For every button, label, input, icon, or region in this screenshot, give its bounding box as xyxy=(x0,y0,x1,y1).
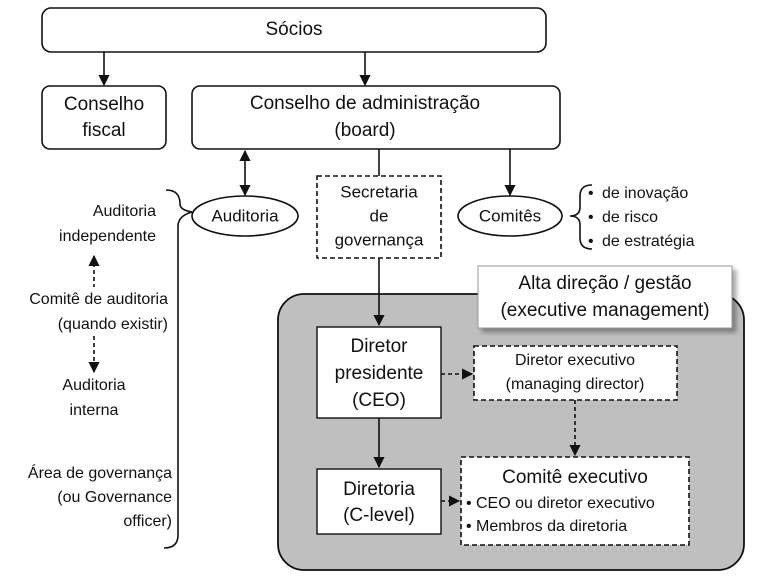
diretor-presidente-line-3: (CEO) xyxy=(352,390,406,411)
diretoria-node: Diretoria (C-level) xyxy=(316,468,442,535)
comite-item-inovacao: de inovação xyxy=(602,185,688,202)
conselho-administracao-line-2: (board) xyxy=(334,120,395,141)
comite-auditoria-line-2: (quando existir) xyxy=(58,316,168,333)
conselho-administracao-line-1: Conselho de administração xyxy=(250,93,480,114)
left-labels: Auditoria independente Comitê de auditor… xyxy=(28,203,172,530)
comite-executivo-title: Comitê executivo xyxy=(502,467,648,488)
comite-item-estrategia: de estratégia xyxy=(602,233,695,250)
bullet: • xyxy=(588,233,594,250)
bullet: • xyxy=(588,185,594,202)
left-brace xyxy=(163,189,193,549)
secretaria-node: Secretaria de governança xyxy=(316,175,442,259)
auditoria-label: Auditoria xyxy=(211,206,279,225)
auditoria-interna-line-1: Auditoria xyxy=(62,377,125,394)
bullet: • xyxy=(588,209,594,226)
comite-item-risco: de risco xyxy=(602,209,658,226)
alta-direcao-line-2: (executive management) xyxy=(500,300,709,321)
socios-node: Sócios xyxy=(41,7,547,53)
bullet: • xyxy=(466,518,472,535)
bullet: • xyxy=(466,495,472,512)
area-governanca-line-1: Área de governança xyxy=(28,463,172,482)
conselho-fiscal-node: Conselho fiscal xyxy=(41,85,167,150)
alta-direcao-line-1: Alta direção / gestão xyxy=(518,273,691,294)
comite-executivo-item-1: CEO ou diretor executivo xyxy=(476,495,655,512)
auditoria-independente-line-2: independente xyxy=(59,228,156,245)
conselho-administracao-node: Conselho de administração (board) xyxy=(191,85,561,150)
secretaria-line-2: de xyxy=(370,206,389,225)
secretaria-line-1: Secretaria xyxy=(340,182,418,201)
auditoria-node: Auditoria xyxy=(191,195,299,237)
auditoria-interna-line-2: interna xyxy=(70,402,119,419)
comites-label: Comitês xyxy=(479,206,541,225)
diretor-presidente-line-1: Diretor xyxy=(350,336,408,357)
conselho-fiscal-line-2: fiscal xyxy=(82,120,125,141)
auditoria-independente-line-1: Auditoria xyxy=(93,203,156,220)
conselho-fiscal-line-1: Conselho xyxy=(64,94,144,115)
comite-executivo-item-2: Membros da diretoria xyxy=(476,518,627,535)
comite-executivo-node: Comitê executivo • CEO ou diretor execut… xyxy=(460,456,690,546)
socios-label: Sócios xyxy=(265,19,322,40)
comites-node: Comitês xyxy=(457,195,563,237)
diretor-presidente-node: Diretor presidente (CEO) xyxy=(316,326,442,419)
comite-auditoria-line-1: Comitê de auditoria xyxy=(29,291,168,308)
diretor-executivo-line-2: (managing director) xyxy=(506,376,645,393)
secretaria-line-3: governança xyxy=(335,230,424,249)
diretor-presidente-line-2: presidente xyxy=(335,363,424,384)
diretor-executivo-line-1: Diretor executivo xyxy=(515,352,635,369)
diretoria-line-2: (C-level) xyxy=(343,505,415,526)
area-governanca-line-2: (ou Governance xyxy=(57,489,172,506)
comites-list: • de inovação • de risco • de estratégia xyxy=(588,185,695,250)
alta-direcao-node: Alta direção / gestão (executive managem… xyxy=(477,265,733,329)
diretor-executivo-node: Diretor executivo (managing director) xyxy=(473,345,678,401)
area-governanca-line-3: officer) xyxy=(123,513,172,530)
comites-brace xyxy=(569,184,593,250)
diretoria-line-1: Diretoria xyxy=(343,479,415,500)
